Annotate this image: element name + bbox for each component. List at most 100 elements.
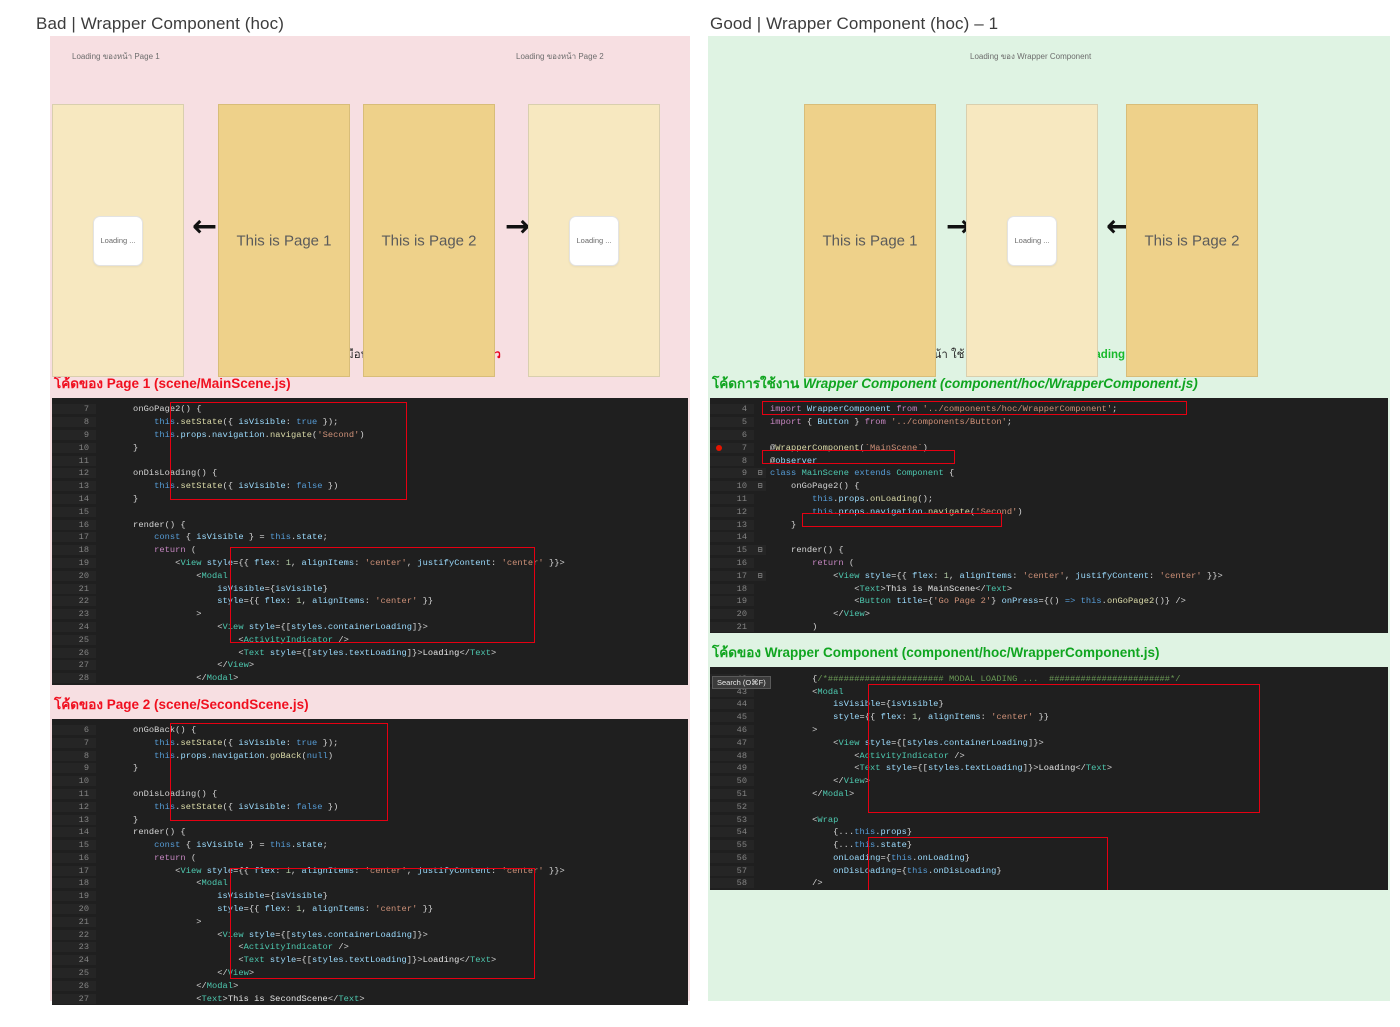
code-line: 10 } [52,441,688,454]
code-line: 17⊟ <View style={{ flex: 1, alignItems: … [710,569,1388,582]
bad-arrow-right: → [505,209,531,244]
line-number: 4 [710,404,754,415]
code-line: 42 {/*###################### MODAL LOADI… [710,672,1388,685]
code-line: 43 <Modal [710,685,1388,698]
code-line: 16 render() { [52,518,688,531]
code-line: 21 isVisible={isVisible} [52,582,688,595]
fold-toggle-icon[interactable]: ⊟ [754,545,766,556]
code-line: 21 > [52,915,688,928]
code-line: 18 <Text>This is MainScene</Text> [710,582,1388,595]
code-block-wrapper[interactable]: 42 {/*###################### MODAL LOADI… [710,667,1388,890]
line-number: 47 [710,737,754,748]
line-number: 21 [710,621,754,632]
code-text: onDisLoading() { [112,468,218,479]
good-frame-page2: This is Page 2 [1126,104,1258,377]
code-line: 11 this.props.onLoading(); [710,493,1388,506]
bad-frame-page2: This is Page 2 [363,104,495,377]
code-line: 7 this.setState({ isVisible: true }); [52,736,688,749]
line-number: 23 [52,609,96,620]
code-line: 56 onLoading={this.onLoading} [710,852,1388,865]
code-text: </Modal> [770,788,855,799]
fold-toggle-icon[interactable]: ⊟ [754,468,766,479]
code-line: 19 <Button title={'Go Page 2'} onPress={… [710,595,1388,608]
bad-page1-text: This is Page 1 [236,232,332,249]
line-number: 18 [710,583,754,594]
code-text: @observer [770,455,818,466]
code-line: 51 </Modal> [710,788,1388,801]
line-number: 18 [52,545,96,556]
line-number: 12 [52,801,96,812]
code-line: 14 [710,531,1388,544]
code-block-main-scene[interactable]: 7 onGoPage2() {8 this.setState({ isVisib… [52,398,688,685]
code-block-second-scene[interactable]: 6 onGoBack() {7 this.setState({ isVisibl… [52,718,688,1006]
code-text: const { isVisible } = this.state; [154,532,328,543]
code-line: 10 [52,775,688,788]
line-number: 7 [52,737,96,748]
line-number: 15 [710,545,754,556]
line-number: 20 [52,570,96,581]
code-text: } [770,519,797,530]
code-text: onDisLoading={this.onDisLoading} [833,865,1002,876]
fold-toggle-icon[interactable]: ⊟ [754,481,766,492]
code-line: 10⊟ onGoPage2() { [710,480,1388,493]
code-line: 11 [52,454,688,467]
code-line: 19 isVisible={isVisible} [52,890,688,903]
line-number: 53 [710,814,754,825]
code-text: return ( [154,545,197,556]
line-number: 23 [52,942,96,953]
code-line: 45 style={{ flex: 1, alignItems: 'center… [710,711,1388,724]
code-text: this.setState({ isVisible: true }); [154,737,339,748]
fold-toggle-icon[interactable]: ⊟ [754,570,766,581]
bad-loading-box-2: Loading ... [569,215,619,266]
line-number: 15 [52,840,96,851]
code-text: style={{ flex: 1, alignItems: 'center' }… [217,904,434,915]
code-line: 7@WrapperComponent(`MainScene`) [710,441,1388,454]
code-line: 24 <View style={[styles.containerLoading… [52,621,688,634]
line-number: 19 [710,596,754,607]
code-top-pad [52,398,688,403]
code-text: style={{ flex: 1, alignItems: 'center' }… [217,596,434,607]
code-line: 9 this.props.navigation.navigate('Second… [52,429,688,442]
good-page1-text: This is Page 1 [822,232,918,249]
column-good: Good | Wrapper Component (hoc) – 1 Loadi… [700,0,1400,1027]
bad-arrow-left: ← [192,209,218,244]
code-line: 27 <Text>This is SecondScene</Text> [52,992,688,1005]
bad-frame-loading-1: Loading ... [52,104,184,377]
code-text: isVisible={isVisible} [217,891,328,902]
line-number: 10 [710,481,754,492]
code-text: <View style={{ flex: 1, alignItems: 'cen… [112,865,565,876]
line-number: 11 [52,788,96,799]
code-line: 22 style={{ flex: 1, alignItems: 'center… [52,595,688,608]
code-text: this.props.navigation.navigate('Second') [812,506,1023,517]
code-line: 13 } [710,518,1388,531]
code-text: <Text>This is SecondScene</Text> [112,993,365,1004]
line-number: 9 [52,763,96,774]
code-text: onDisLoading() { [112,788,218,799]
code-text: <View style={[styles.containerLoading]}> [770,737,1044,748]
code-text: this.setState({ isVisible: false }) [154,481,339,492]
code-text: } [112,493,139,504]
code-line: 13 } [52,813,688,826]
line-number: 22 [52,929,96,940]
line-number: 17 [52,532,96,543]
breakpoint-icon[interactable] [716,445,722,452]
good-panel: Loading ของ Wrapper Component This is Pa… [708,36,1390,1001]
code-line: 14 render() { [52,826,688,839]
bad-loading-box-1: Loading ... [93,215,143,266]
code-line: 14 } [52,493,688,506]
code-line: 50 </View> [710,775,1388,788]
bad-page2-text: This is Page 2 [381,232,477,249]
code-text: } [112,763,139,774]
code-line: 26 </Modal> [52,979,688,992]
code-line: 28 </Modal> [52,672,688,685]
code-text: this.setState({ isVisible: true }); [154,417,339,428]
code-line: 6 onGoBack() { [52,724,688,737]
line-number: 27 [52,660,96,671]
bad-section-1-heading: โค้ดของ Page 1 (scene/MainScene.js) [54,376,291,391]
line-number: 13 [710,519,754,530]
code-text: > [770,724,818,735]
code-text: <Text>This is MainScene</Text> [770,583,1013,594]
code-line: 55 {...this.state} [710,839,1388,852]
bad-frame-page1: This is Page 1 [218,104,350,377]
